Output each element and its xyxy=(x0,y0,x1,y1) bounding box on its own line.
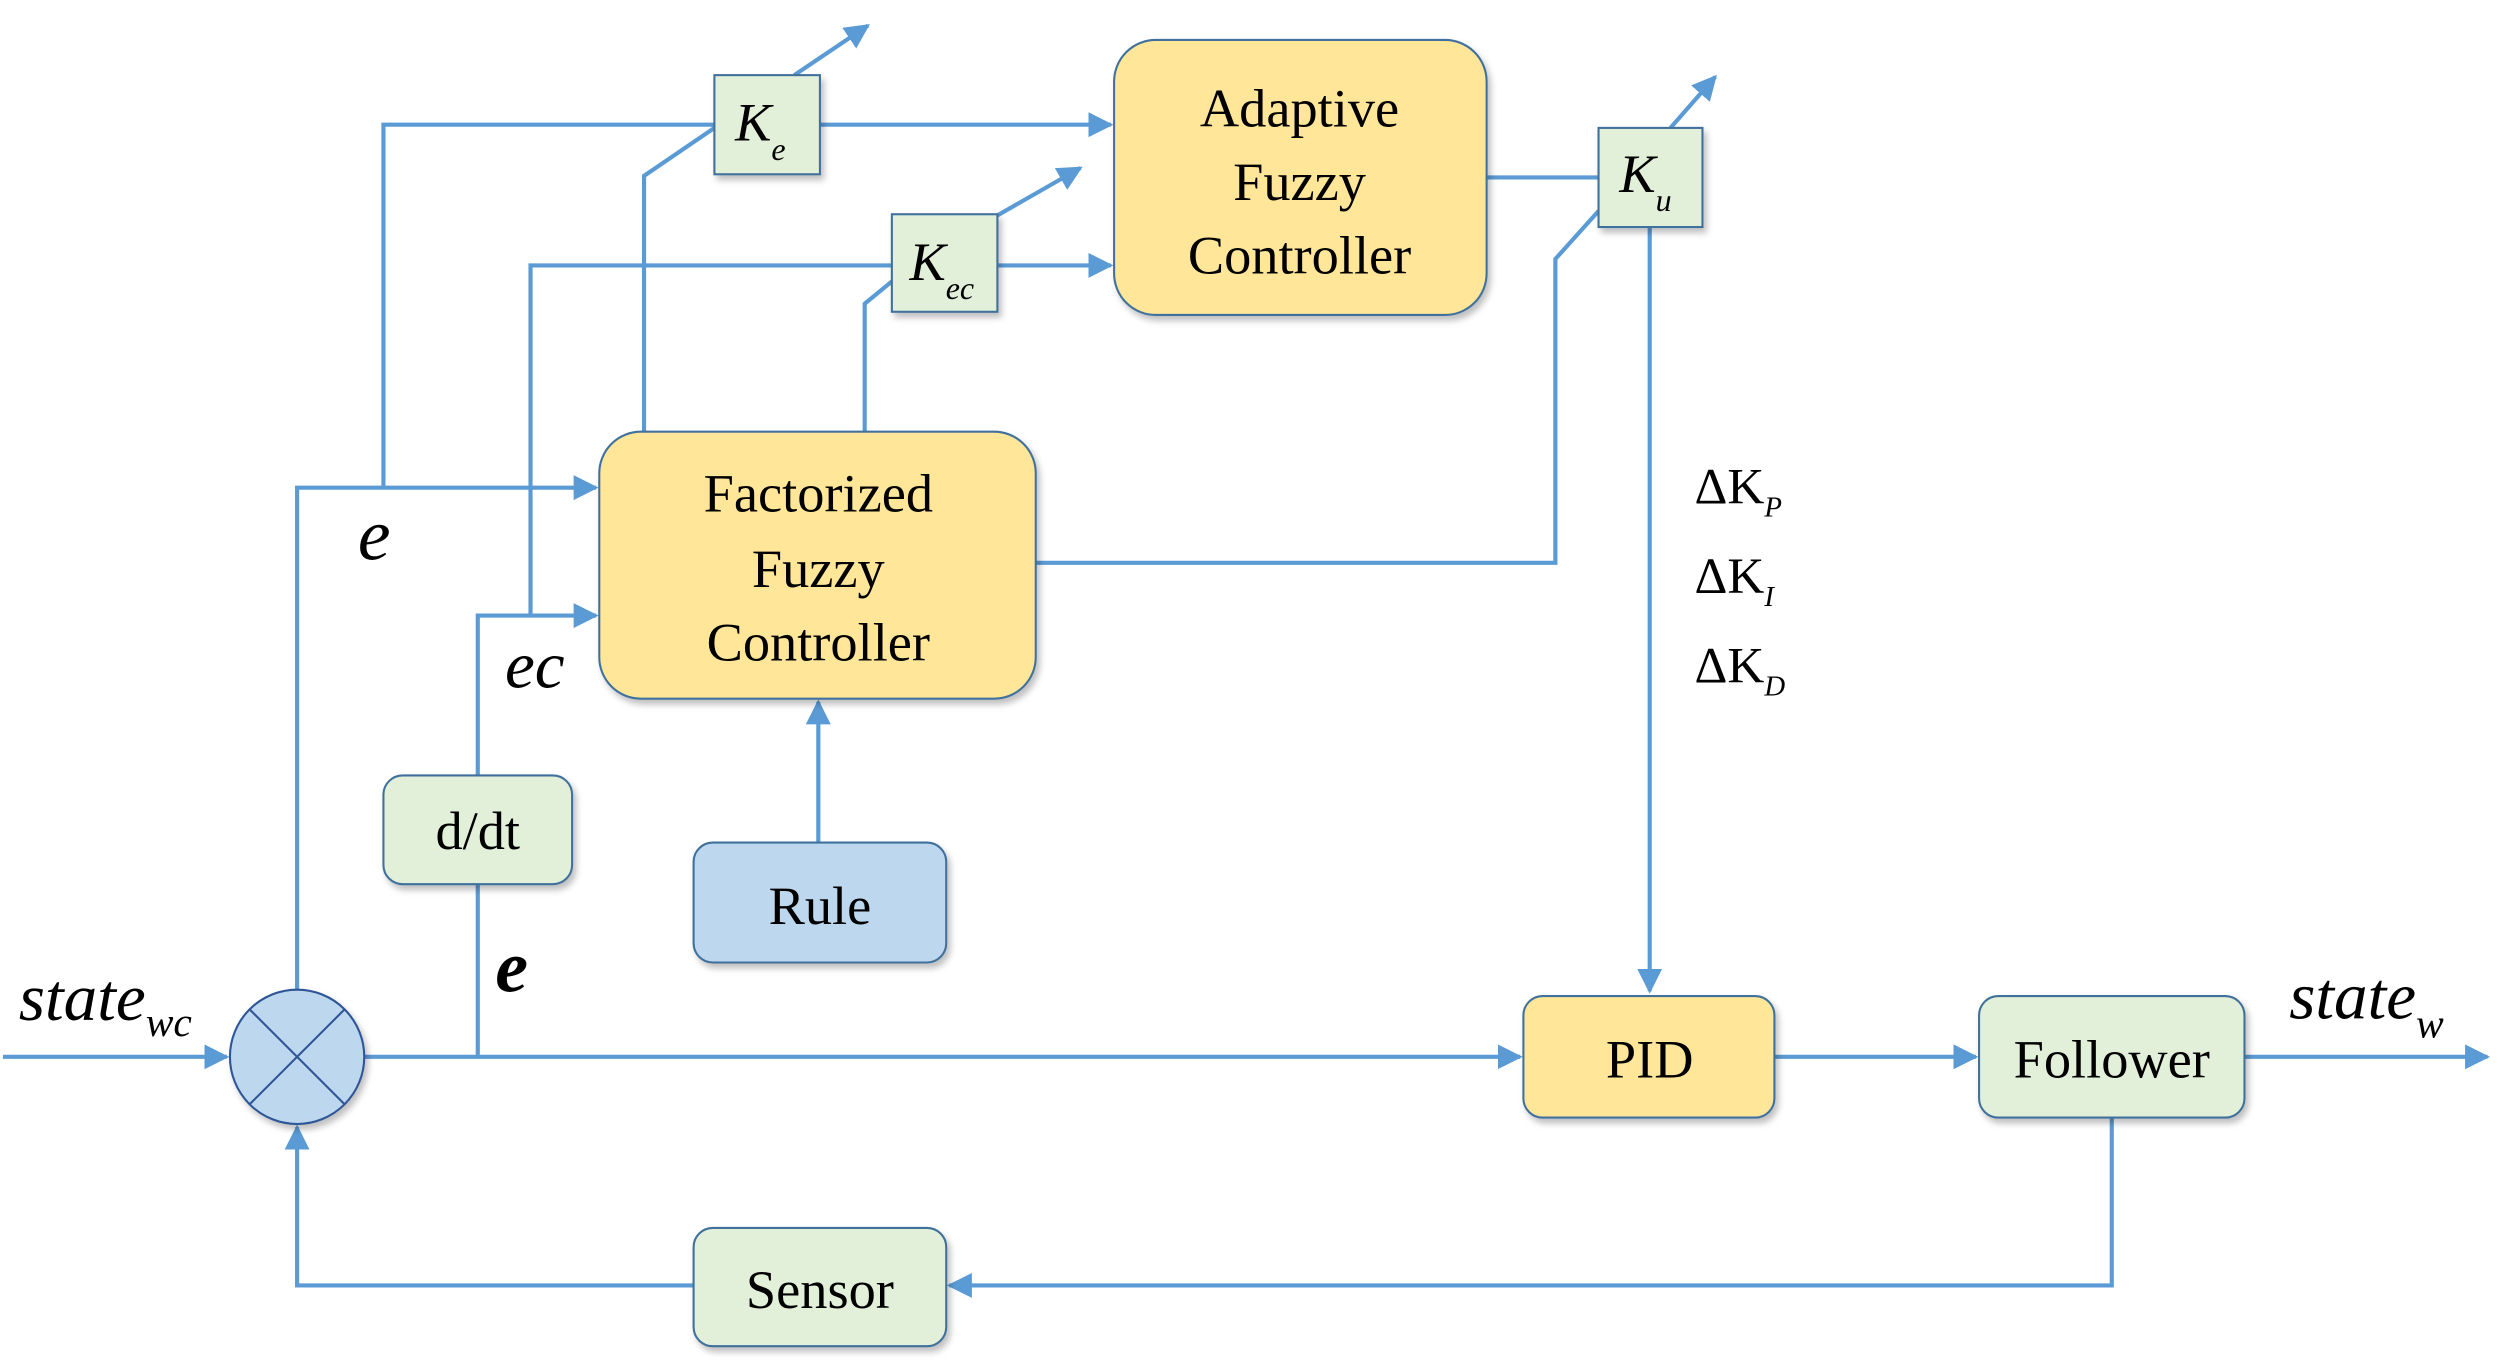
rule-block[interactable]: Rule xyxy=(692,841,948,964)
derivative-label: d/dt xyxy=(435,801,520,861)
derivative-block[interactable]: d/dt xyxy=(382,774,574,886)
kec-label: Kec xyxy=(908,232,974,306)
sensor-block[interactable]: Sensor xyxy=(692,1226,948,1348)
pid-label: PID xyxy=(1606,1030,1694,1090)
rule-label: Rule xyxy=(769,876,872,936)
derivative-to-factorized-wire xyxy=(475,603,599,776)
error-label-main: e xyxy=(495,925,528,1007)
adaptive-line-2: Fuzzy xyxy=(1233,152,1366,212)
delta-ki-label: ΔKI xyxy=(1694,548,1775,613)
pid-block[interactable]: PID xyxy=(1522,995,1776,1119)
delta-kd-label: ΔKD xyxy=(1694,638,1785,703)
feedback-follower-to-sensor-wire xyxy=(946,1117,2114,1298)
factorized-tune-kec-wire xyxy=(862,279,894,432)
adaptive-line-1: Adaptive xyxy=(1200,78,1399,138)
factorized-line-1: Factorized xyxy=(704,464,933,524)
factorized-line-3: Controller xyxy=(707,612,930,672)
junction-cross-line-2 xyxy=(248,1008,346,1106)
ke-gain-block[interactable]: Ke xyxy=(713,74,821,176)
kec-tuning-arrow xyxy=(989,166,1083,221)
ku-label: Ku xyxy=(1618,144,1671,218)
error-change-label: ec xyxy=(505,627,565,702)
summing-junction[interactable] xyxy=(228,988,366,1126)
kec-gain-block[interactable]: Kec xyxy=(890,213,999,313)
follower-label: Follower xyxy=(2014,1030,2210,1090)
follower-block[interactable]: Follower xyxy=(1978,995,2246,1119)
ke-tuning-arrow xyxy=(793,23,870,77)
factorized-fuzzy-controller-block[interactable]: Factorized Fuzzy Controller xyxy=(598,430,1037,700)
adaptive-line-3: Controller xyxy=(1188,225,1411,285)
error-to-factorized-wire xyxy=(295,475,599,990)
error-to-ke-wire xyxy=(381,122,715,488)
delta-kp-label: ΔKP xyxy=(1694,459,1781,524)
ku-gain-block[interactable]: Ku xyxy=(1597,126,1704,229)
error-label-top: e xyxy=(358,494,391,576)
factorized-tune-ke-wire xyxy=(641,126,716,432)
ku-tuning-arrow xyxy=(1668,74,1717,130)
factorized-line-2: Fuzzy xyxy=(752,539,885,599)
ke-label: Ke xyxy=(734,93,785,167)
ec-to-kec-wire xyxy=(528,263,892,616)
feedback-sensor-to-junction-wire xyxy=(284,1124,694,1288)
sensor-label: Sensor xyxy=(746,1260,894,1320)
output-signal-label: statew xyxy=(2289,958,2444,1046)
adaptive-fuzzy-controller-block[interactable]: Adaptive Fuzzy Controller xyxy=(1113,38,1488,317)
input-signal-label: statewc xyxy=(19,960,192,1045)
factorized-tune-ku-wire xyxy=(1035,209,1601,565)
